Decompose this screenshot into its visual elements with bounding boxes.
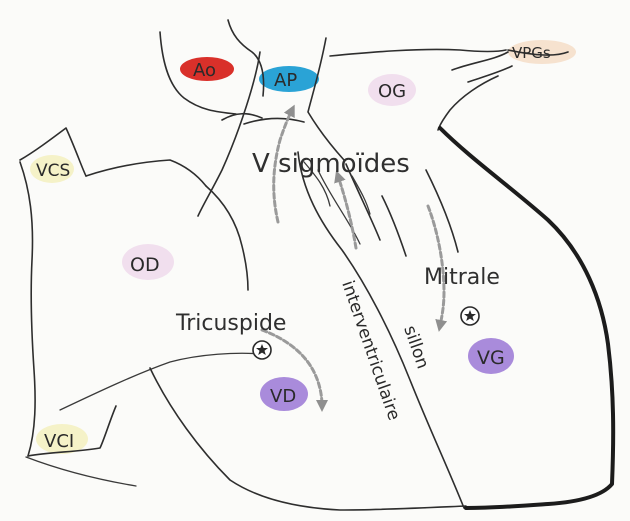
- right-atrium-floor: [60, 353, 262, 410]
- sigmoid-cusp-b: [352, 176, 370, 214]
- label-vd: VD: [270, 386, 296, 407]
- right-ventricle-outline: [150, 368, 466, 510]
- right-atrium-top: [86, 160, 206, 186]
- label-vpgs: VPGs: [512, 44, 551, 62]
- label-ao: Ao: [193, 60, 216, 81]
- pulmonary-base: [244, 118, 304, 124]
- right-atrium-left: [20, 162, 35, 456]
- label-od: OD: [130, 254, 160, 276]
- pulmonary-artery-right: [308, 38, 344, 160]
- vpgs-vessel-upper: [452, 52, 508, 70]
- label-interventriculaire: interventriculaire: [337, 278, 404, 423]
- label-vcs: VCS: [36, 161, 70, 181]
- left-atrium-top: [330, 49, 506, 56]
- mitral-leaflet-left: [382, 196, 406, 256]
- label-og: OG: [378, 81, 406, 102]
- label-v-sigmoides: V sigmoïdes: [252, 149, 410, 179]
- right-atrium-inner: [206, 186, 248, 290]
- label-vg: VG: [477, 347, 505, 369]
- label-mitrale: Mitrale: [424, 265, 500, 290]
- rv-outer-left: [26, 457, 136, 486]
- left-atrium-right: [438, 76, 498, 130]
- star-icon: [253, 341, 271, 359]
- interventricular-groove-left: [298, 152, 464, 508]
- label-tricuspide: Tricuspide: [175, 311, 286, 336]
- flow-arrow-into-sigmoids: [338, 176, 356, 248]
- label-vci: VCI: [44, 431, 74, 452]
- label-ap: AP: [274, 70, 297, 91]
- star-icon: [461, 307, 479, 325]
